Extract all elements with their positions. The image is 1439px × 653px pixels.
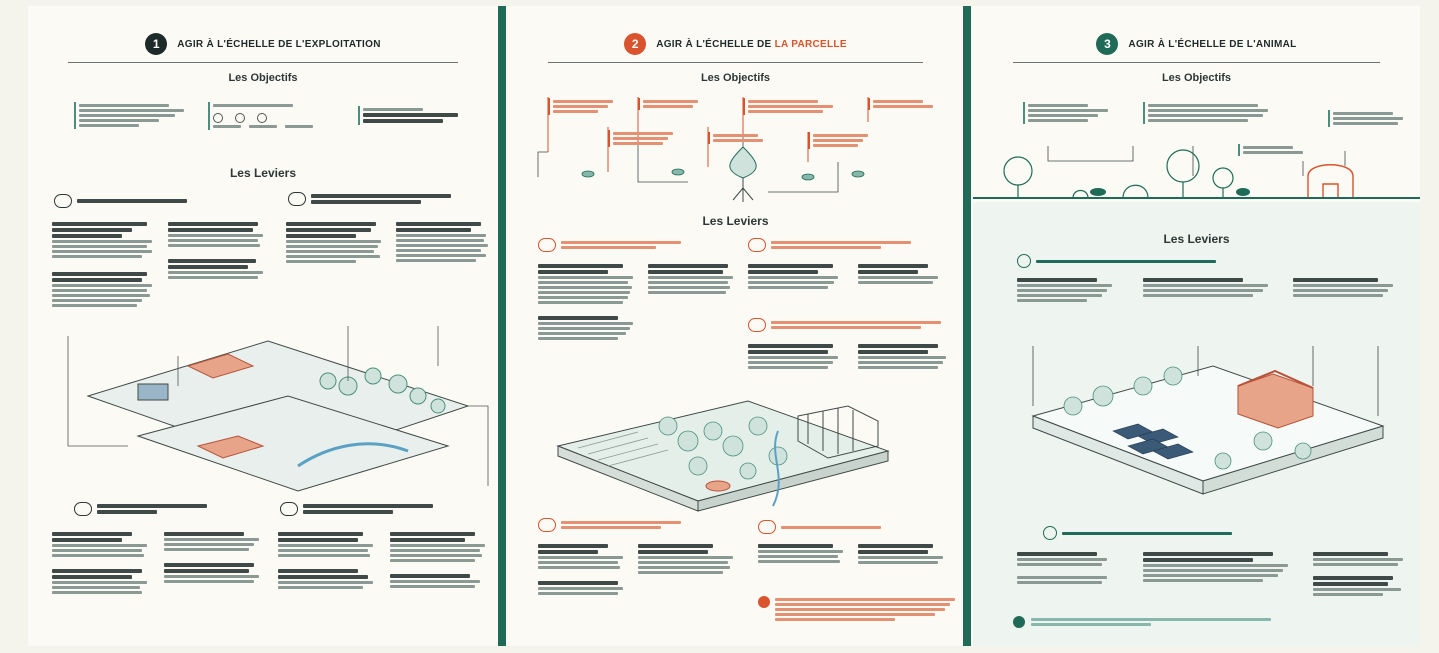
panel-3-rule <box>1013 62 1380 63</box>
panel-parcelle: 2 AGIR À L'ÉCHELLE DE LA PARCELLE Les Ob… <box>508 6 963 646</box>
cow-icon <box>1017 254 1031 268</box>
lever-title <box>74 502 207 516</box>
drop-icon <box>235 113 245 123</box>
footnote <box>1013 616 1271 628</box>
lever-text <box>1143 276 1273 299</box>
lever-text <box>748 342 848 371</box>
lever-title <box>54 194 187 208</box>
panel-divider <box>498 6 506 646</box>
panel-2-levers-heading: Les Leviers <box>702 214 769 228</box>
leaf-icon <box>213 113 223 123</box>
panel-1-levers-heading: Les Leviers <box>229 166 297 180</box>
panel-animal: 3 AGIR À L'ÉCHELLE DE L'ANIMAL Les Objec… <box>973 6 1420 646</box>
objective-box <box>608 130 678 147</box>
panel-1-title: AGIR À L'ÉCHELLE DE L'EXPLOITATION <box>177 38 381 50</box>
objective-box <box>1023 102 1113 124</box>
lever-title <box>748 238 911 252</box>
objective-box <box>548 98 618 115</box>
soil-icon <box>538 238 556 252</box>
parcel-illustration <box>556 400 890 512</box>
lever-text <box>648 262 738 296</box>
panel-2-title-highlight: LA PARCELLE <box>774 38 847 50</box>
landscape-illustration <box>973 146 1420 199</box>
panel-divider <box>963 6 971 646</box>
panel-2-title: AGIR À L'ÉCHELLE DE LA PARCELLE <box>656 39 847 50</box>
farm-icon <box>54 194 72 208</box>
objective-box <box>743 98 833 115</box>
panel-2-title-prefix: AGIR À L'ÉCHELLE DE <box>656 38 772 50</box>
heat-icon <box>1043 526 1057 540</box>
panel-2-objectives-heading: Les Objectifs <box>700 72 771 84</box>
lever-text <box>858 262 948 286</box>
lever-title <box>280 502 433 516</box>
panel-3-number: 3 <box>1096 33 1119 55</box>
objective-box <box>1238 144 1308 156</box>
lever-text <box>858 342 953 371</box>
lever-text <box>1017 276 1117 304</box>
leaf-icon <box>748 318 766 332</box>
panel-3-objectives-heading: Les Objectifs <box>1161 72 1232 84</box>
lever-text <box>52 530 152 596</box>
objective-box <box>74 102 194 129</box>
lever-text <box>638 542 738 576</box>
lever-title <box>758 520 881 534</box>
objective-box <box>358 106 468 125</box>
lever-text <box>390 530 490 590</box>
lever-text <box>164 530 264 585</box>
alert-icon <box>758 596 770 608</box>
panel-exploitation: 1 AGIR À L'ÉCHELLE DE L'EXPLOITATION Les… <box>28 6 498 646</box>
lever-text <box>748 262 848 291</box>
cow-icon <box>288 192 306 206</box>
lever-text <box>538 262 638 342</box>
highlight-note <box>758 596 958 623</box>
panel-1-objectives-heading: Les Objectifs <box>228 72 298 84</box>
drop-icon <box>74 502 92 516</box>
panel-3-title: AGIR À L'ÉCHELLE DE L'ANIMAL <box>1128 38 1297 50</box>
farm-illustration <box>67 326 489 492</box>
panel-2-rule <box>548 62 923 63</box>
panel-1-header: 1 AGIR À L'ÉCHELLE DE L'EXPLOITATION <box>28 30 498 58</box>
lever-title <box>1043 526 1232 540</box>
lever-title <box>288 192 451 206</box>
objective-box <box>708 132 768 144</box>
panel-3-header: 3 AGIR À L'ÉCHELLE DE L'ANIMAL <box>973 30 1420 58</box>
panel-1-number: 1 <box>145 33 168 55</box>
objective-box <box>808 132 878 149</box>
objective-box <box>1143 102 1273 124</box>
sun-icon <box>758 520 776 534</box>
lever-text <box>1017 550 1117 586</box>
lever-text <box>1293 276 1403 299</box>
lever-text <box>858 542 948 566</box>
lever-text <box>758 542 848 565</box>
panel-2-number: 2 <box>624 33 647 55</box>
poster-sheet: 1 AGIR À L'ÉCHELLE DE L'EXPLOITATION Les… <box>28 6 1420 646</box>
panel-1-rule <box>68 62 458 63</box>
sun-icon <box>257 113 267 123</box>
lever-text <box>1143 550 1293 584</box>
lever-text <box>52 220 157 309</box>
lever-text <box>538 542 628 597</box>
lever-title <box>1017 254 1216 268</box>
panel-2-header: 2 AGIR À L'ÉCHELLE DE LA PARCELLE <box>508 30 963 58</box>
leaf-icon <box>538 518 556 532</box>
lever-text <box>278 530 378 591</box>
info-icon <box>1013 616 1025 628</box>
cow-icon <box>280 502 298 516</box>
objective-box <box>1328 110 1408 127</box>
objective-box <box>868 98 938 110</box>
lever-text <box>396 220 491 264</box>
lever-text <box>1313 550 1408 598</box>
lever-title <box>538 518 681 532</box>
panel-3-levers-heading: Les Leviers <box>1163 232 1230 246</box>
lever-text <box>286 220 386 265</box>
objective-box <box>208 102 343 130</box>
leaf-icon <box>748 238 766 252</box>
lever-title <box>748 318 941 332</box>
barn-illustration <box>1031 346 1385 495</box>
lever-text <box>168 220 268 281</box>
lever-title <box>538 238 681 252</box>
objective-box <box>638 98 708 110</box>
